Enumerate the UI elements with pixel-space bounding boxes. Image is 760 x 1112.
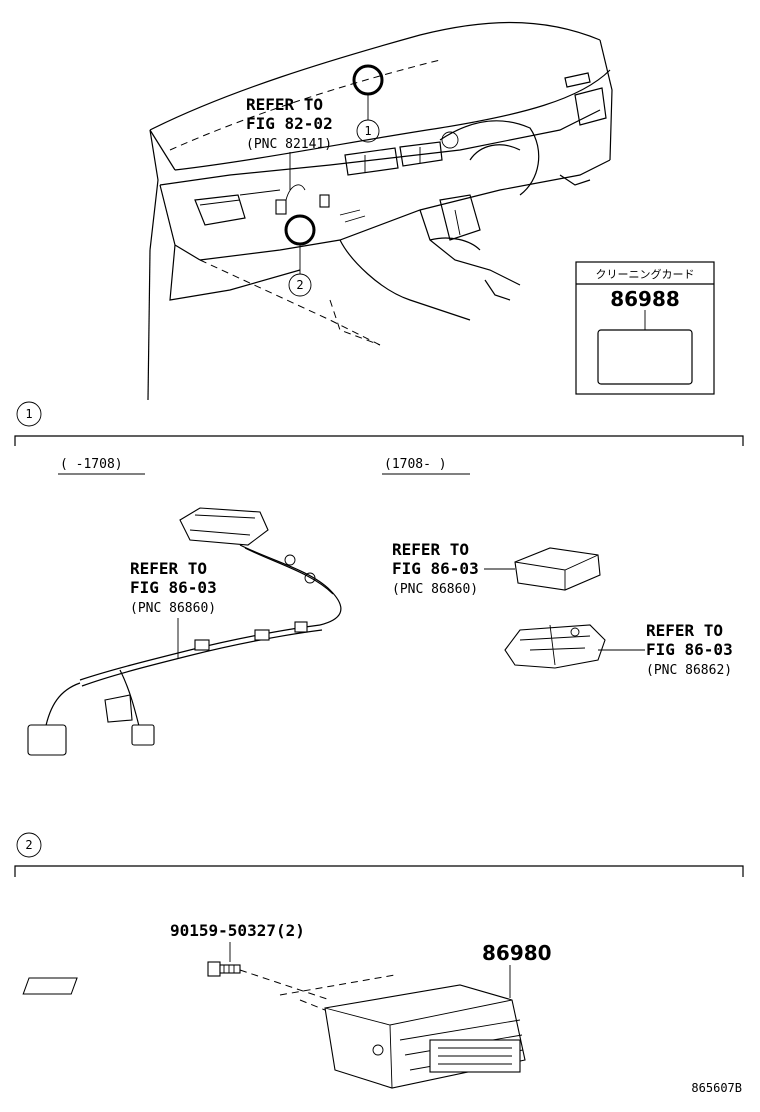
callout-number-1: 1	[364, 124, 371, 138]
refer-harness-line1: REFER TO	[130, 559, 207, 578]
refer-label-harness: REFER TO FIG 86-03 (PNC 86860)	[130, 559, 217, 616]
refer-bracket-pnc: (PNC 86862)	[646, 663, 732, 678]
callout-circle-2	[288, 273, 312, 297]
refer-line2: FIG 82-02	[246, 114, 333, 133]
callout-circle-1	[356, 119, 380, 143]
location-ring-1	[352, 64, 384, 96]
bolt	[207, 961, 241, 977]
section-1-number: 1	[25, 407, 32, 421]
refer-label-bracket: REFER TO FIG 86-03 (PNC 86862)	[646, 621, 733, 678]
range-left: ( -1708)	[60, 457, 123, 472]
card-part-number: 86988	[610, 287, 680, 311]
refer-harness-pnc: (PNC 86860)	[130, 601, 216, 616]
section-2-circle	[16, 832, 42, 858]
section-1-bracket	[14, 435, 744, 446]
refer-module-line2: FIG 86-03	[392, 559, 479, 578]
refer-module-line1: REFER TO	[392, 540, 469, 559]
location-ring-2	[284, 214, 316, 246]
section-1: 1 ( -1708) (1708- ) REFER	[14, 401, 744, 756]
refer-harness-line2: FIG 86-03	[130, 578, 217, 597]
airbag-sensor-module	[484, 547, 601, 591]
dashboard-illustration	[147, 21, 613, 401]
callout-number-2: 2	[296, 278, 303, 292]
airbag-ecu	[22, 977, 526, 1089]
refer-label-module: REFER TO FIG 86-03 (PNC 86860)	[392, 540, 479, 597]
range-right: (1708- )	[384, 457, 447, 472]
section-1-circle	[16, 401, 42, 427]
section-2: 2 90159-50327(2) 86980	[14, 832, 744, 1089]
refer-module-pnc: (PNC 86860)	[392, 582, 478, 597]
refer-bracket-line2: FIG 86-03	[646, 640, 733, 659]
bolt-part-number: 90159-50327(2)	[170, 921, 305, 940]
refer-bracket-line1: REFER TO	[646, 621, 723, 640]
section-2-number: 2	[25, 838, 32, 852]
section-2-bracket	[14, 865, 744, 877]
figure-code: 865607B	[691, 1081, 742, 1095]
refer-label-overview: REFER TO FIG 82-02 (PNC 82141)	[246, 95, 333, 190]
cleaning-card-box: クリーニングカード 86988	[575, 261, 715, 395]
sensor-bracket	[504, 624, 645, 669]
ecu-part-number: 86980	[482, 941, 552, 965]
airbag-wire-harness	[27, 507, 342, 756]
overview-callouts: 1 2	[284, 64, 384, 297]
refer-pnc: (PNC 82141)	[246, 137, 332, 152]
refer-line1: REFER TO	[246, 95, 323, 114]
card-box-header: クリーニングカード	[596, 267, 695, 281]
cleaning-card	[597, 329, 693, 385]
